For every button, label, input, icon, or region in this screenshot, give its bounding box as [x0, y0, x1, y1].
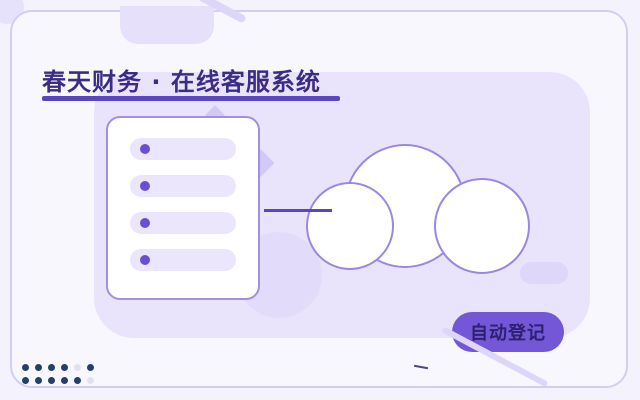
- decorative-pill: [520, 262, 568, 284]
- dot: [35, 364, 42, 371]
- dot: [74, 364, 81, 371]
- dot: [61, 364, 68, 371]
- title-underline: [42, 96, 340, 101]
- list-item: [130, 138, 236, 160]
- list-item: [130, 175, 236, 197]
- dot: [87, 364, 94, 371]
- connector-line-tip: [306, 209, 332, 212]
- bullet-dot-icon: [140, 144, 150, 154]
- list-card: [106, 116, 260, 300]
- page-title: 春天财务 · 在线客服系统: [42, 68, 321, 96]
- dot: [48, 364, 55, 371]
- cloud-part: [434, 178, 530, 274]
- dot: [22, 364, 29, 371]
- dot: [48, 377, 55, 384]
- bullet-dot-icon: [140, 181, 150, 191]
- decorative-tab: [120, 6, 214, 44]
- dot: [22, 377, 29, 384]
- dot: [61, 377, 68, 384]
- dot: [74, 377, 81, 384]
- dot: [35, 377, 42, 384]
- dot: [87, 377, 94, 384]
- list-item: [130, 249, 236, 271]
- cloud-part: [306, 182, 394, 270]
- list-item: [130, 212, 236, 234]
- decorative-dot-grid: [22, 364, 102, 388]
- bullet-dot-icon: [140, 255, 150, 265]
- bullet-dot-icon: [140, 218, 150, 228]
- connector-line: [264, 209, 332, 212]
